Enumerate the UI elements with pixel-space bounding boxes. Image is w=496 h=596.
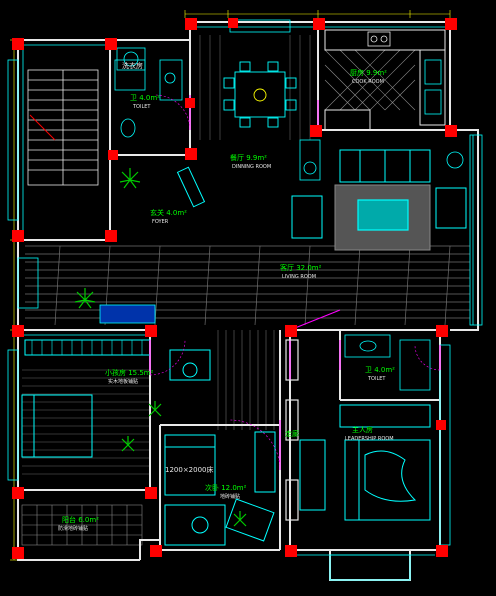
room-sub-balcony: 防滑地砖铺贴 [58,525,88,532]
room-label-laundry: 洗衣房 [122,61,143,70]
room-label-toilet-top: 卫 4.0m² [130,94,160,102]
toilet-mid-fixtures [344,334,431,391]
room-label-small-bedroom: 小孩房 15.5m² [105,368,154,377]
room-sub-master-bedroom: LEADERSHIP ROOM [345,436,394,442]
room-label-kitchen: 厨房 9.9m² [350,68,387,77]
dining-floor-pattern [199,35,311,140]
structural-columns [12,18,457,559]
washing-machine-icon [116,47,146,71]
wardrobe-pattern [31,340,143,355]
room-label-balcony: 阳台 6.0m² [62,515,99,524]
stairs [27,69,99,186]
room-sub-toilet-top: TOILET [132,104,151,110]
room-label-hallway: 走廊 [285,429,299,438]
door-swings [149,94,441,471]
coffee-table [357,199,409,231]
tv-cabinet [299,139,321,181]
windows [7,59,483,581]
small-bedroom-floor-pattern [22,369,150,475]
side-table-icon [446,151,464,169]
stove-icon [367,31,391,47]
guest-bedroom-furniture [164,431,276,546]
dining-table [223,61,297,128]
planter-box [99,304,156,324]
room-sub-toilet-mid: TOILET [367,376,386,382]
hallway-floor-pattern [217,330,275,430]
balcony-tile-pattern [21,504,143,546]
toilet-top-fixtures [114,59,183,138]
master-bedroom-furniture [299,404,431,521]
kitchen-tile-pattern [324,49,416,111]
room-sub-foyer: FOYER [152,219,169,225]
stair-break-line [29,114,56,141]
room-label-master-bedroom: 主人房 [352,425,373,434]
room-sub-dining: DINNING ROOM [232,164,271,170]
dimension-lines [10,10,451,561]
room-sub-small-bedroom: 实木地板铺贴 [108,378,138,385]
room-sub-guest-bedroom: 地砖铺贴 [220,493,240,500]
room-label-living: 客厅 32.0m² [280,263,322,272]
bed-size-note: 1200×2000床 [165,465,214,474]
room-label-foyer: 玄关 4.0m² [150,208,187,217]
room-label-guest-bedroom: 次卧 12.0m² [205,483,247,492]
room-sub-kitchen: COOK ROOM [352,79,384,85]
shoe-cabinet [176,166,206,208]
kitchen-sink-icon [424,59,442,115]
hallway-boundaries [285,339,299,521]
room-sub-living: LIVING ROOM [282,274,316,280]
partition-screen [17,257,39,309]
room-label-toilet-mid: 卫 4.0m² [365,366,395,374]
kitchen-counters [324,29,446,131]
room-label-dining: 餐厅 9.9m² [230,153,267,162]
sofa-set [291,149,467,239]
